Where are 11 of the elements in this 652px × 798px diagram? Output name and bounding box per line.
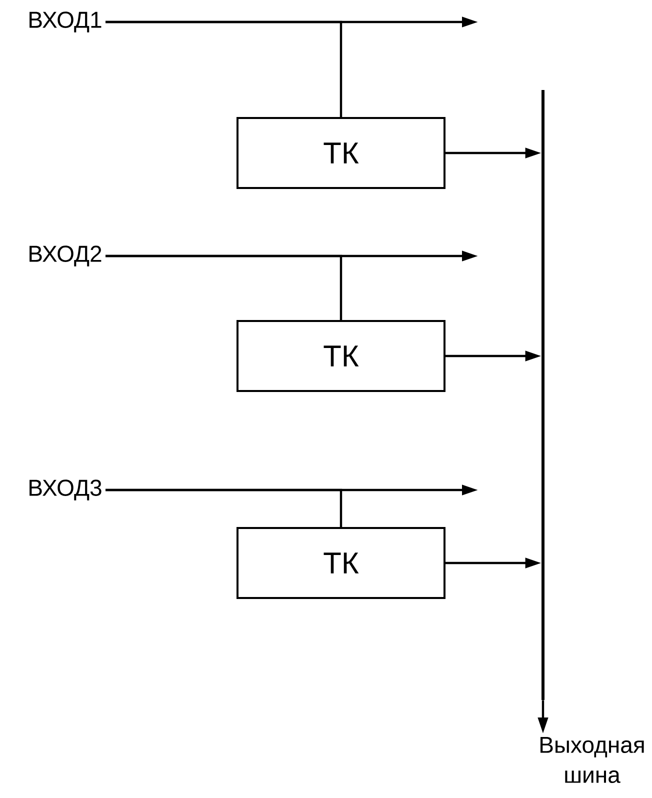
process-box: ТК bbox=[236, 320, 446, 392]
input-label: ВХОД1 bbox=[30, 12, 102, 32]
input-label: ВХОД3 bbox=[30, 480, 102, 500]
output-label: Выходная шина bbox=[540, 736, 644, 784]
connector-line bbox=[106, 20, 342, 117]
input-label: ВХОД2 bbox=[30, 246, 102, 266]
connector-line bbox=[106, 254, 342, 320]
connector-line bbox=[106, 488, 342, 527]
process-box: ТК bbox=[236, 527, 446, 599]
bus-line bbox=[542, 90, 544, 700]
process-box: ТК bbox=[236, 117, 446, 189]
